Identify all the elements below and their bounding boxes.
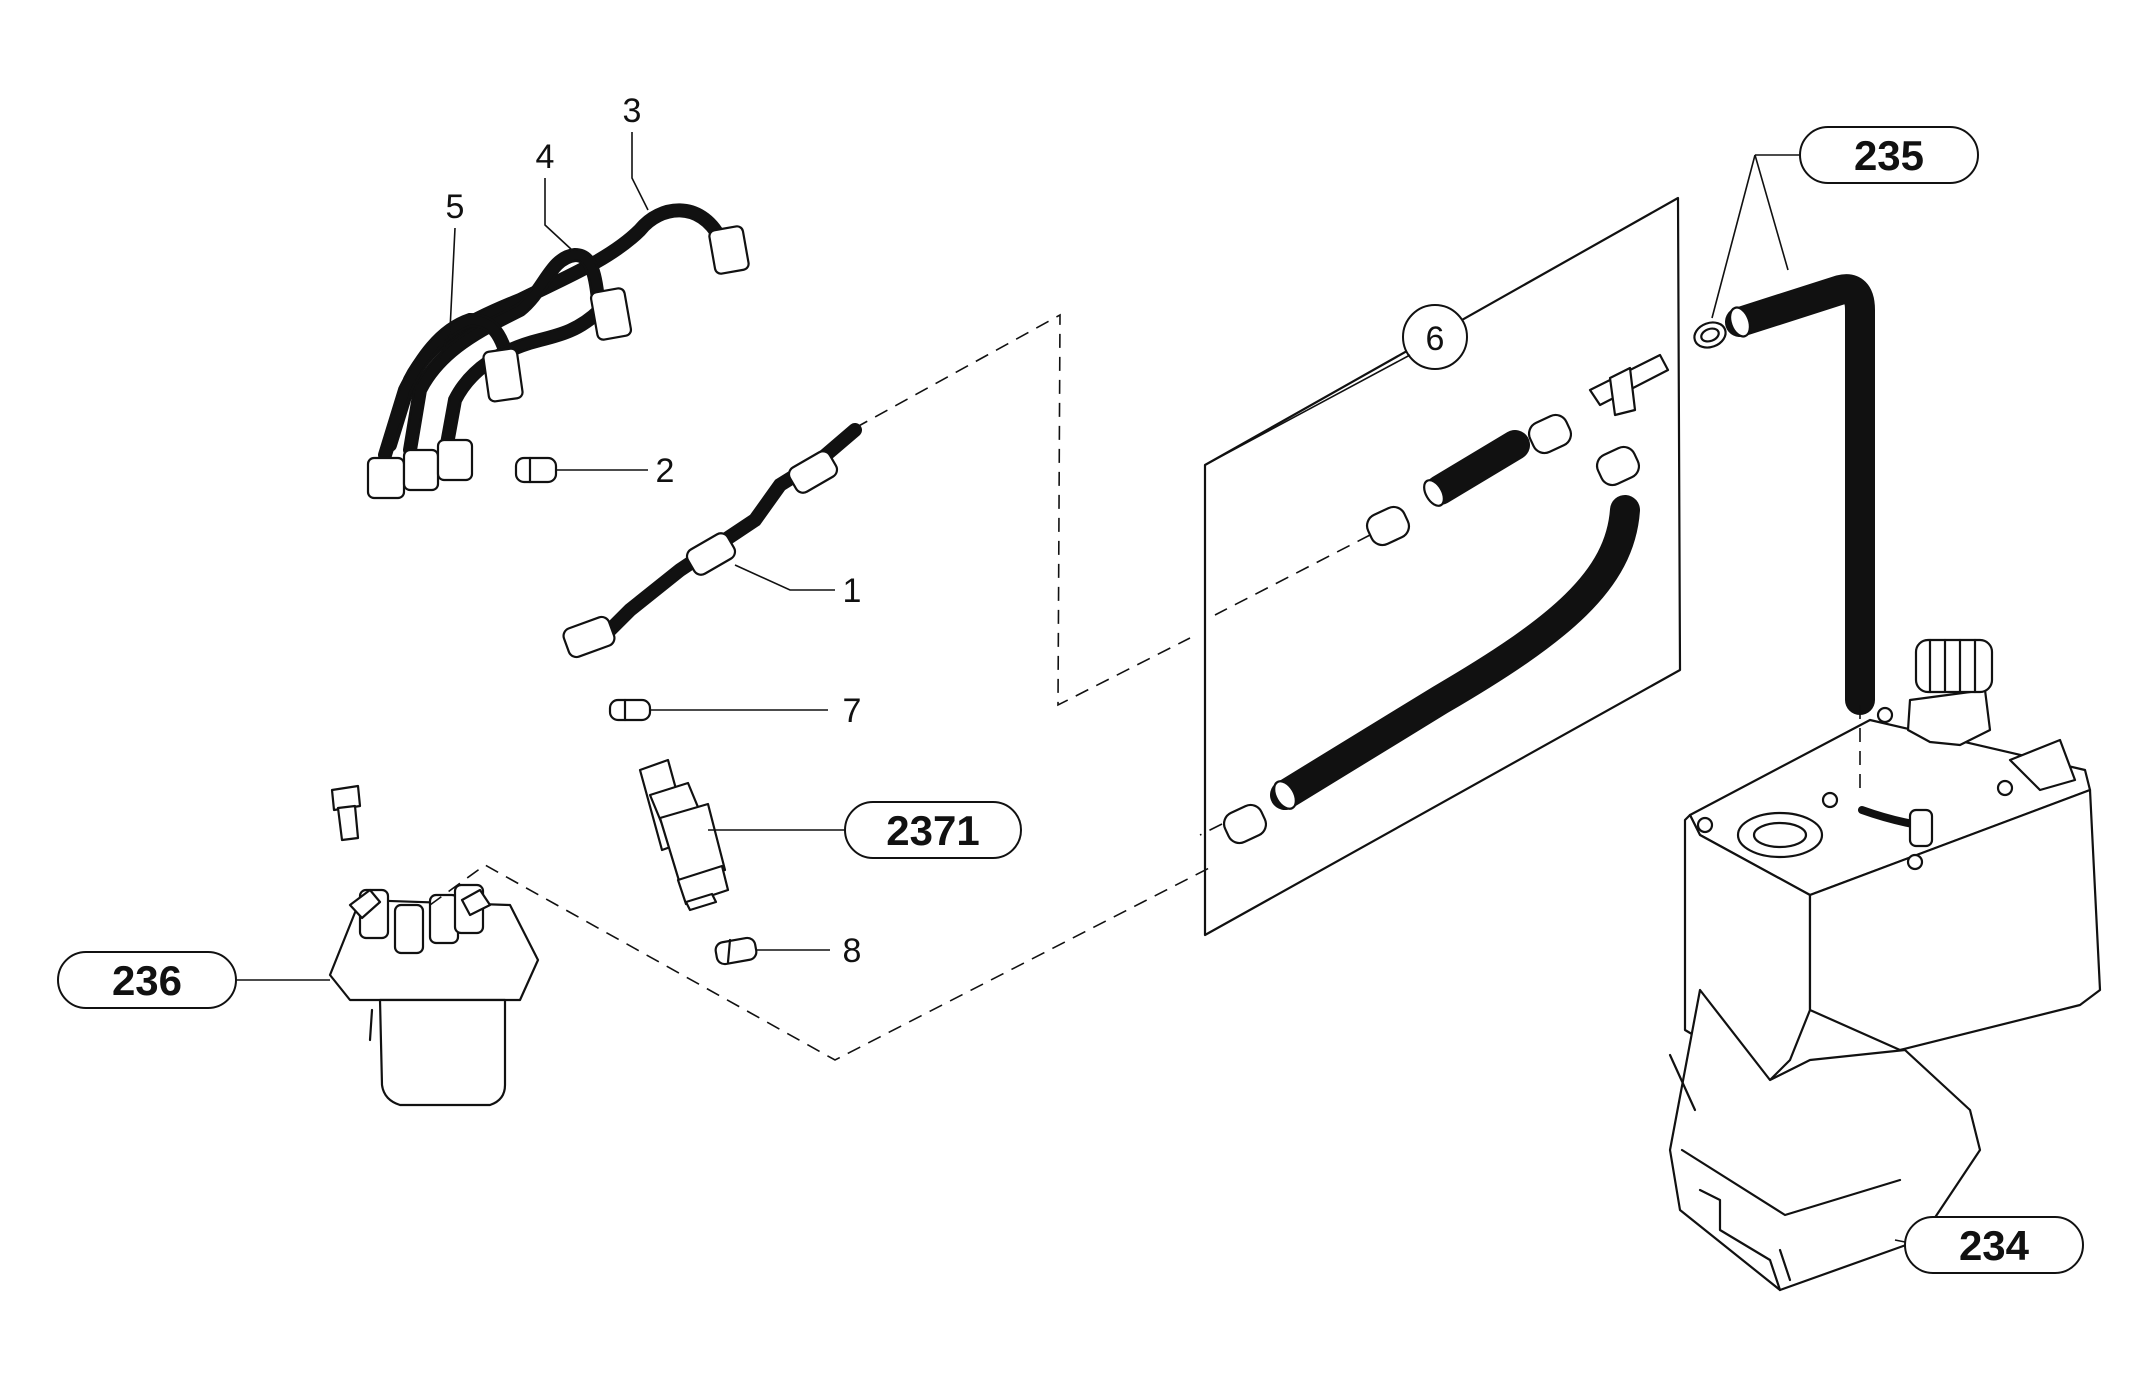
injector-part-2371: 2371	[638, 758, 1022, 912]
washer-part-8: 8	[714, 932, 861, 970]
callout-236-label: 236	[112, 957, 182, 1004]
callout-1-label: 1	[843, 572, 862, 610]
breather-hose-part-235: 235	[1693, 126, 1979, 715]
fuel-tank-part-234: 234	[1668, 638, 2102, 1292]
injection-pipe-set-3-4-5	[366, 203, 750, 500]
hose-kit-panel	[1203, 196, 1682, 937]
callout-234-label: 234	[1959, 1222, 2030, 1269]
injection-pump-part-236: 236	[57, 784, 540, 1107]
callout-5: 5	[439, 188, 465, 359]
washer-part-7: 7	[608, 692, 862, 730]
leak-off-pipe-part-1: 1	[562, 423, 862, 659]
callout-8-label: 8	[843, 932, 862, 970]
washer-part-2: 2	[514, 452, 675, 490]
assembly-line-pipe-to-tank-1	[854, 313, 1191, 707]
callout-235-label: 235	[1854, 132, 1924, 179]
callout-2371-label: 2371	[886, 807, 979, 854]
callout-4: 4	[536, 138, 573, 251]
callout-7-label: 7	[843, 692, 862, 730]
callout-5-label: 5	[446, 188, 465, 226]
callout-4-label: 4	[536, 138, 555, 176]
assembly-line-pump-to-tank-2	[429, 864, 1216, 1061]
hose-kit-part-6: 6	[1199, 196, 1682, 937]
callout-2-label: 2	[656, 452, 675, 490]
callout-3-label: 3	[623, 92, 642, 130]
callout-6-label: 6	[1426, 320, 1445, 358]
callout-3: 3	[623, 92, 649, 211]
